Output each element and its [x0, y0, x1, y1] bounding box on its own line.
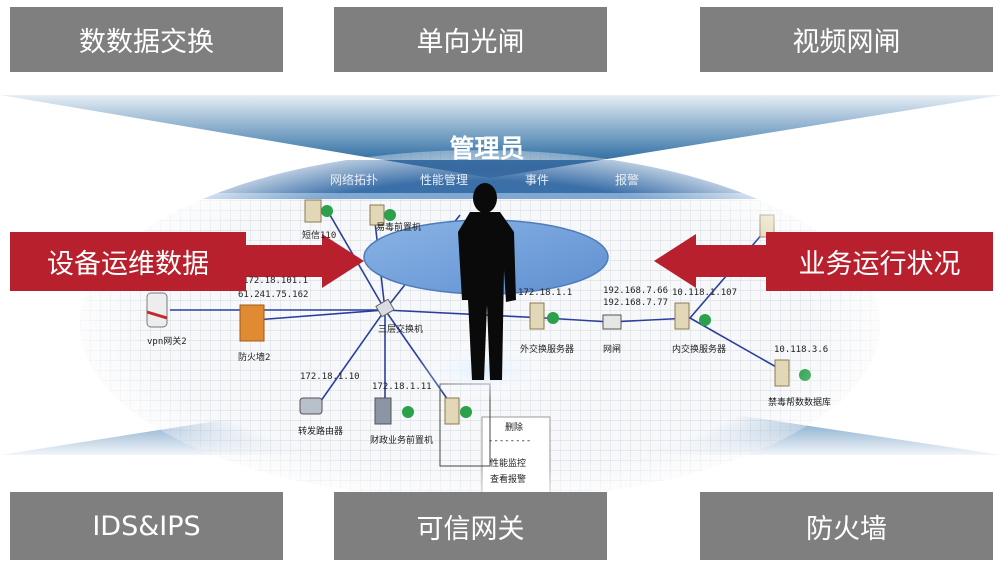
left-arrow	[246, 234, 364, 288]
node-label: vpn网关2	[147, 337, 187, 347]
node-label: 转发路由器	[298, 427, 344, 437]
node-label: 外交换服务器	[520, 345, 575, 355]
node-label: 三层交换机	[378, 325, 424, 335]
node-label: 192.168.7.77	[603, 298, 669, 308]
bottom-box-firewall: 防火墙	[700, 492, 993, 560]
bottom-box-ids-ips: IDS&IPS	[10, 492, 283, 560]
node-label: 192.168.7.66	[603, 286, 669, 296]
top-box-optical-gate: 单向光闸	[334, 7, 607, 72]
top-box-video-gateway: 视频网闸	[700, 7, 993, 72]
node-label: 易毒前置机	[376, 223, 422, 233]
node-label: 财政业务前置机	[370, 436, 434, 446]
node-label: 172.18.101.1	[243, 276, 309, 286]
callout-device-ops-data: 设备运维数据	[10, 232, 246, 291]
screen-tab-events: 事件	[525, 173, 550, 187]
node-label: 防火墙2	[238, 353, 271, 363]
node-label: 172.18.1.10	[300, 372, 360, 382]
right-arrow	[654, 234, 766, 288]
top-beam	[0, 95, 1002, 178]
top-box-data-exchange: 数数据交换	[10, 7, 283, 72]
node-label: 61.241.75.162	[238, 290, 309, 300]
center-label: 管理员	[449, 134, 524, 163]
screen-tab-performance: 性能管理	[420, 173, 469, 187]
context-menu-separator: --------	[488, 436, 532, 446]
node-label: 禁毒帮数数据库	[768, 398, 832, 408]
bottom-box-trusted-gateway: 可信网关	[334, 492, 607, 560]
administrator-silhouette	[458, 183, 516, 380]
context-menu-performance[interactable]: 性能监控	[490, 459, 527, 469]
screen-tab-topology: 网络拓扑	[330, 173, 379, 187]
node-label: 172.18.1.1	[518, 288, 573, 298]
node-label: 10.118.1.107	[672, 288, 738, 298]
context-menu-alarms[interactable]: 查看报警	[490, 475, 527, 485]
node-label: 短信110	[302, 231, 337, 241]
context-menu-delete[interactable]: 删除	[505, 423, 524, 433]
screen-tab-alarms: 报警	[615, 173, 640, 187]
node-label: 网闸	[603, 345, 622, 355]
callout-business-status: 业务运行状况	[766, 232, 993, 291]
node-label: 内交换服务器	[672, 345, 727, 355]
node-label: 10.118.3.6	[774, 345, 829, 355]
node-label: 172.18.1.11	[372, 382, 432, 392]
